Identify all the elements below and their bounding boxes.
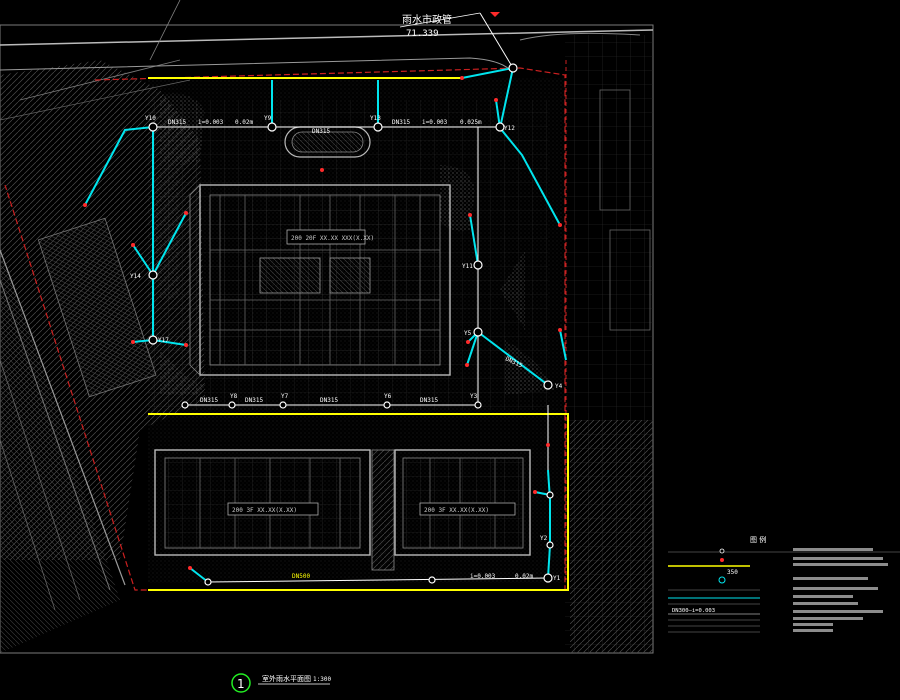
pipe-label-row-c: DN315 [320, 397, 338, 404]
drawing-scale: 1:300 [313, 676, 331, 683]
pipe-label-row-d: DN315 [420, 397, 438, 404]
south-building-left: 200 3F XX.XX(X.XX) [154, 449, 371, 556]
legend-panel: 图 例 350 DN300—i=0.003 [668, 535, 900, 633]
pipe-label-row-a: DN315 [200, 397, 218, 404]
node-label-y8: Y8 [230, 393, 238, 400]
node-label-y17: Y17 [158, 337, 169, 344]
storm-pipes [84, 67, 567, 583]
pipe-label-top-len: 0.02m [235, 119, 253, 126]
node-label-y4: Y4 [555, 383, 563, 390]
drawing-number: 1 [237, 677, 245, 691]
node-label-y2: Y2 [540, 535, 548, 542]
drawing-name: 室外雨水平面图 [262, 674, 311, 683]
legend-scale-badge: 350 [727, 569, 738, 576]
node-label-y14: Y14 [130, 273, 141, 280]
node-label-y11: Y11 [462, 263, 473, 270]
pipe-label-top-mid: DN315 [392, 119, 410, 126]
pipe-label-row-b: DN315 [245, 397, 263, 404]
node-label-y10: Y10 [145, 115, 156, 122]
south-stair [371, 449, 395, 571]
property-line [4, 67, 566, 591]
pipe-label-top-slope: i=0.003 [198, 119, 224, 126]
south-building-right: 200 3F XX.XX(X.XX) [394, 449, 531, 556]
node-label-y12: Y12 [504, 125, 515, 132]
benchmark-value: 71.339 [406, 29, 439, 39]
top-road [0, 0, 654, 71]
node-label-y1: Y1 [553, 575, 561, 582]
manhole-nodes [148, 63, 554, 586]
node-label-y5: Y5 [464, 330, 472, 337]
legend-title: 图 例 [750, 535, 766, 544]
pipe-label-top-left: DN315 [168, 119, 186, 126]
right-neighbor-area [519, 32, 653, 653]
benchmark-callout: 雨水市政管 71.339 [399, 12, 500, 39]
planting-areas [155, 93, 555, 395]
drawing-title-block: 1 室外雨水平面图 1:300 [231, 673, 331, 693]
pipe-label-top-right-len: 0.025m [460, 119, 482, 126]
yellow-boundaries [148, 77, 569, 591]
svg-text:200 3F XX.XX(X.XX): 200 3F XX.XX(X.XX) [232, 507, 297, 514]
node-label-y13: Y13 [370, 115, 381, 122]
benchmark-label: 雨水市政管 [402, 13, 452, 26]
main-building: 200 20F XX.XX XXX(X.XX) [189, 184, 451, 376]
pipe-label-top-mid-slope: i=0.003 [422, 119, 448, 126]
node-label-y6: Y6 [384, 393, 392, 400]
pipe-label-bottom-slope: i=0.003 [470, 573, 496, 580]
legend-pipe-spec: DN300—i=0.003 [672, 608, 715, 614]
pipe-label-bottom-len: 0.02m [515, 573, 533, 580]
node-label-y7: Y7 [281, 393, 289, 400]
red-markers [83, 76, 562, 570]
pipe-label-bottom-run: DN500 [292, 573, 310, 580]
node-label-y9: Y9 [264, 115, 272, 122]
svg-text:200 20F XX.XX XXX(X.XX): 200 20F XX.XX XXX(X.XX) [291, 235, 374, 242]
pipe-label-tank: DN315 [312, 128, 330, 135]
node-label-y3: Y3 [470, 393, 478, 400]
svg-text:200 3F XX.XX(X.XX): 200 3F XX.XX(X.XX) [424, 507, 489, 514]
